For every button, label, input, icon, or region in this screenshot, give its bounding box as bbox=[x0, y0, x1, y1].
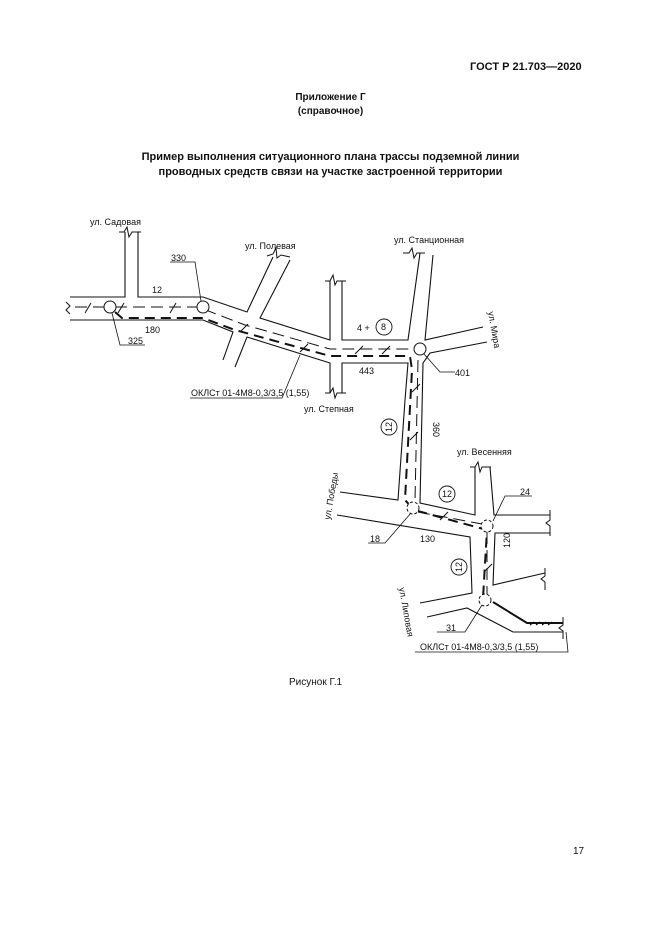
manhole-label-18: 18 bbox=[370, 534, 380, 544]
distance-120: 120 bbox=[502, 533, 512, 548]
duct-count-circles bbox=[375, 318, 468, 576]
break-marks bbox=[65, 225, 564, 639]
manhole-18 bbox=[406, 501, 420, 515]
street-label-polevaya: ул. Полевая bbox=[245, 241, 296, 251]
duct-ticks bbox=[84, 302, 493, 573]
manhole-31 bbox=[478, 593, 492, 607]
distance-180: 180 bbox=[145, 325, 160, 335]
figure-caption: Рисунок Г.1 bbox=[289, 677, 343, 688]
manhole-401 bbox=[413, 342, 427, 356]
manhole-325 bbox=[103, 300, 117, 314]
street-outlines bbox=[70, 232, 563, 633]
page-number: 17 bbox=[573, 846, 585, 857]
street-label-pobedy: ул. Победы bbox=[322, 472, 340, 521]
manhole-label-401: 401 bbox=[455, 368, 470, 378]
figure-title-line2: проводных средств связи на участке застр… bbox=[158, 166, 503, 178]
cable-label-2: ОКЛСт 01-4М8-0,3/3,5 (1,55) bbox=[420, 642, 538, 652]
duct-count-12a: 12 bbox=[384, 422, 394, 432]
distance-12: 12 bbox=[152, 285, 162, 295]
duct-count-12c: 12 bbox=[454, 562, 464, 572]
duct-count-circle-label: 8 bbox=[381, 322, 386, 332]
distance-443: 443 bbox=[359, 366, 374, 376]
manhole-label-325: 325 bbox=[128, 336, 143, 346]
street-label-stepnaya: ул. Степная bbox=[304, 404, 354, 414]
cable-route bbox=[114, 311, 491, 603]
distance-360: 360 bbox=[431, 422, 441, 437]
manhole-24 bbox=[480, 519, 494, 533]
manhole-label-24: 24 bbox=[520, 487, 530, 497]
manhole-330 bbox=[196, 300, 210, 314]
distance-130: 130 bbox=[420, 534, 435, 544]
duct-count-12b: 12 bbox=[442, 489, 452, 499]
existing-duct bbox=[75, 306, 488, 595]
street-label-lipovaya: ул. Липовая bbox=[397, 587, 416, 638]
manhole-label-330: 330 bbox=[171, 253, 186, 263]
duct-count-label: 4 + bbox=[357, 323, 370, 333]
standard-number: ГОСТ Р 21.703—2020 bbox=[470, 61, 582, 73]
appendix-title: Приложение Г bbox=[295, 92, 366, 103]
manholes bbox=[103, 300, 494, 607]
street-label-mira: ул. Мира bbox=[486, 311, 502, 349]
figure-title-line1: Пример выполнения ситуационного плана тр… bbox=[141, 151, 520, 163]
street-label-stantsionnaya: ул. Станционная bbox=[394, 235, 464, 245]
street-label-sadovaya: ул. Садовая bbox=[90, 217, 141, 227]
appendix-subtitle: (справочное) bbox=[297, 106, 364, 117]
leader-lines bbox=[111, 261, 569, 653]
street-label-vesennyaya: ул. Весенняя bbox=[457, 447, 512, 457]
cable-label-1: ОКЛСт 01-4М8-0,3/3,5 (1,55) bbox=[191, 388, 309, 398]
manhole-label-31: 31 bbox=[446, 623, 456, 633]
